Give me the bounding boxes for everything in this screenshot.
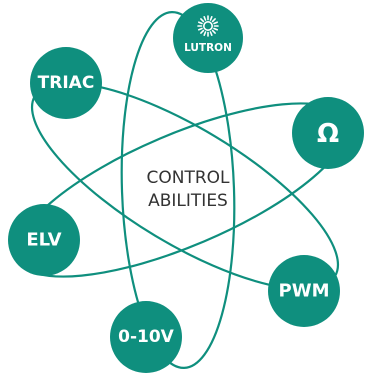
center-title-line1: CONTROL (146, 168, 230, 188)
node-pwm: PWM (268, 255, 340, 327)
node-pwm-circle (268, 255, 340, 327)
node-ohm: Ω (292, 97, 364, 169)
node-lutron: LUTRON (173, 3, 243, 73)
node-elv-label: ELV (26, 230, 61, 251)
lutron-sunburst-logo-icon (197, 15, 219, 37)
node-zero-ten-v-circle (110, 301, 182, 373)
ohm-symbol-label: Ω (317, 119, 339, 149)
node-elv-circle (8, 204, 80, 276)
node-lutron-circle (173, 3, 243, 73)
node-triac-label: TRIAC (38, 73, 95, 93)
orbit-vertical (120, 10, 236, 370)
node-zero-ten-v-label: 0-10V (118, 327, 175, 347)
node-pwm-label: PWM (279, 281, 330, 302)
node-ohm-circle (292, 97, 364, 169)
node-zero-ten-v: 0-10V (110, 301, 182, 373)
node-lutron-label: LUTRON (184, 42, 232, 54)
node-triac: TRIAC (30, 47, 102, 119)
center-title-line2: ABILITIES (148, 191, 228, 211)
node-elv: ELV (8, 204, 80, 276)
node-triac-circle (30, 47, 102, 119)
